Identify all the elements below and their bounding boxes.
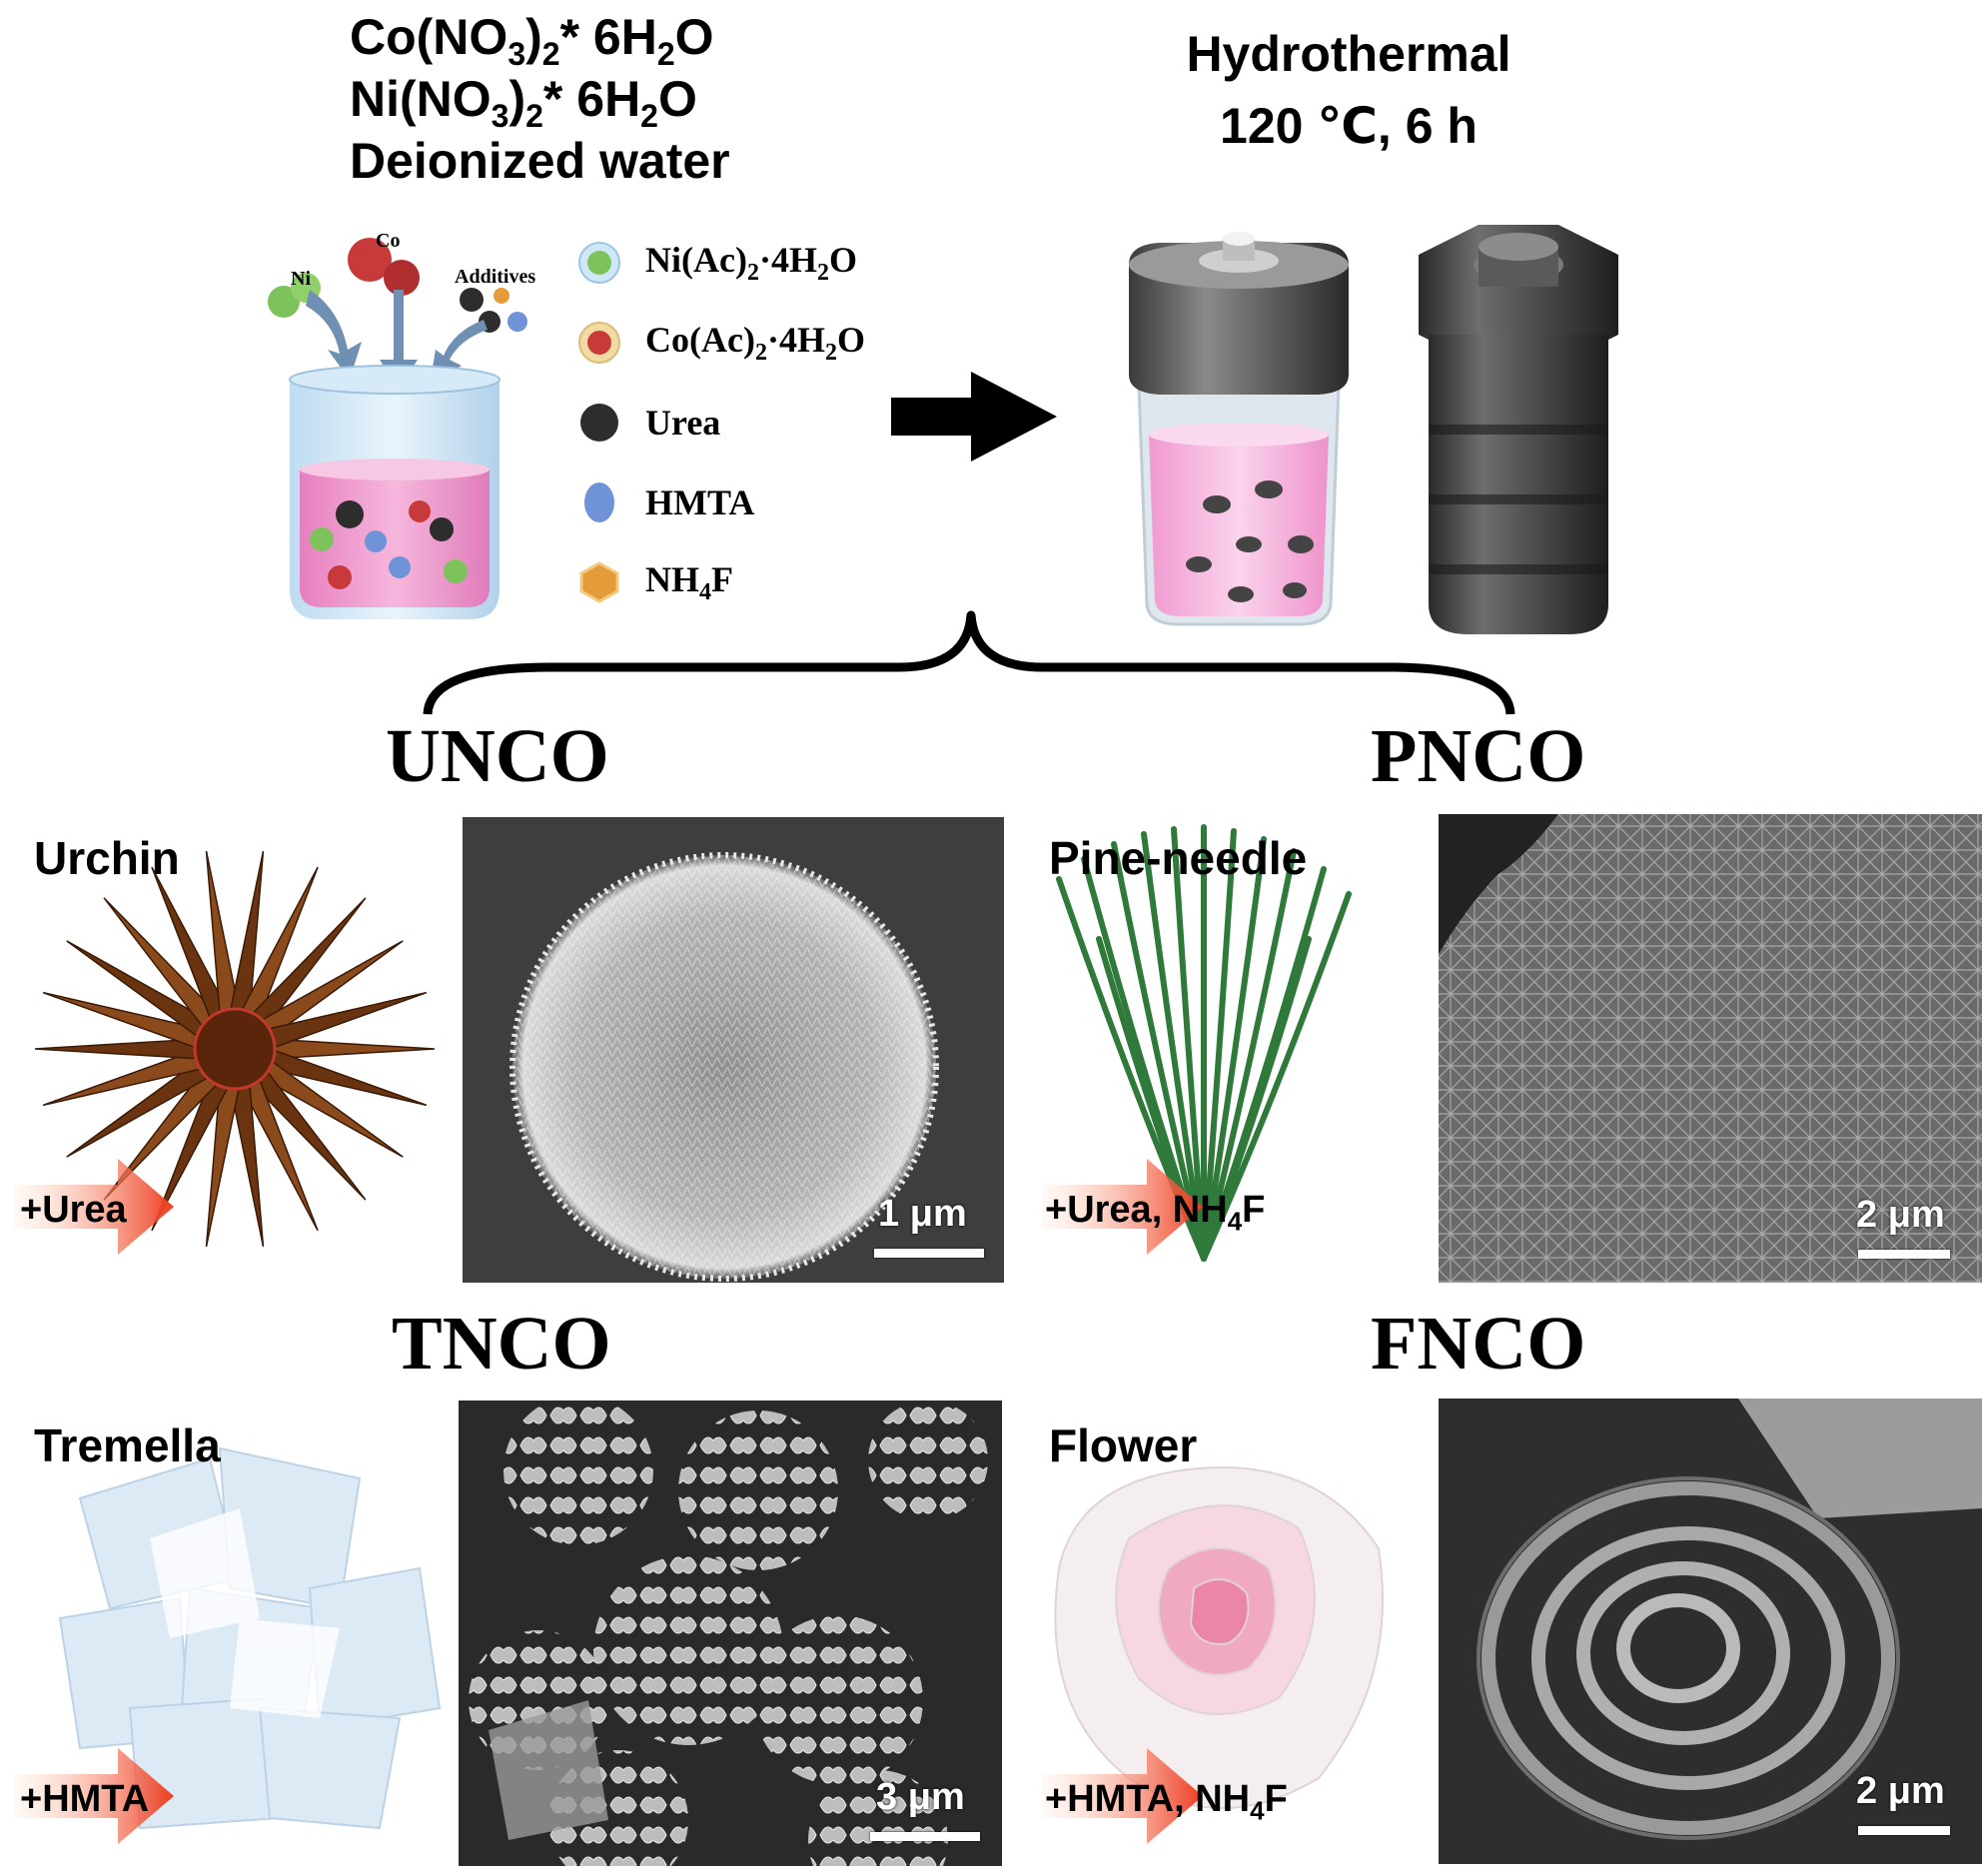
additive-arrow-icon	[1043, 1748, 1203, 1844]
urea-icon	[580, 404, 618, 442]
additive-urea-nh4f: +Urea, NH4F	[1045, 1189, 1266, 1237]
additive-arrow-icon	[14, 1748, 174, 1844]
pine-needle	[1201, 828, 1237, 1262]
pine-needle	[1201, 936, 1312, 1262]
reagent-deionized-water: Deionized water	[350, 133, 730, 189]
legend-ni-acetate: Ni(Ac)2·4H2O	[577, 228, 857, 298]
scale-bar-fnco	[1858, 1826, 1950, 1835]
sem-pnco-content	[1439, 814, 1982, 1283]
sem-image-tnco: 3 μm	[459, 1401, 1002, 1866]
code-unco: UNCO	[386, 714, 609, 798]
scale-label-fnco: 2 μm	[1856, 1770, 1945, 1812]
sem-image-unco: 1 μm	[463, 817, 1004, 1283]
beaker-label-ni: Ni	[291, 268, 311, 290]
nh4f-icon	[579, 561, 619, 603]
additive-particles	[460, 288, 527, 333]
sem-fnco-content	[1439, 1399, 1982, 1864]
scale-bar-pnco	[1858, 1250, 1950, 1259]
pine-needle	[1201, 848, 1297, 1262]
additive-arrow-icon	[14, 1159, 174, 1255]
beaker-illustration	[268, 238, 527, 619]
urchin-illustration	[34, 850, 436, 1248]
scale-bar-tnco	[870, 1832, 980, 1841]
code-tnco: TNCO	[392, 1302, 611, 1386]
code-fnco: FNCO	[1371, 1302, 1586, 1386]
ni-acetate-icon	[578, 242, 620, 284]
hmta-icon	[584, 482, 614, 522]
legend-urea: Urea	[577, 388, 720, 458]
scale-label-tnco: 3 μm	[876, 1776, 965, 1818]
sem-image-pnco: 2 μm	[1439, 814, 1982, 1283]
scale-label-pnco: 2 μm	[1856, 1194, 1945, 1236]
flower-illustration	[1054, 1466, 1384, 1809]
tremella-illustration	[58, 1446, 442, 1830]
hydrothermal-conditions: 120 ℃, 6 h	[1220, 98, 1478, 154]
brace-connector	[423, 610, 1515, 715]
morphology-urchin: Urchin	[34, 832, 180, 884]
pine-needle	[1201, 836, 1267, 1262]
legend-co-acetate: Co(Ac)2·4H2O	[577, 308, 865, 378]
reagent-ni-nitrate: Ni(NO3)2* 6H2O	[350, 71, 697, 134]
legend-hmta: HMTA	[577, 468, 754, 537]
additive-urea: +Urea	[20, 1189, 127, 1231]
beaker-label-additives: Additives	[455, 266, 536, 288]
co-particle	[348, 238, 420, 296]
code-pnco: PNCO	[1371, 714, 1586, 798]
autoclave-illustration	[1129, 225, 1618, 634]
legend-nh4f: NH4F	[577, 547, 733, 617]
additive-hmta: +HMTA	[20, 1778, 150, 1820]
sem-unco-content	[463, 817, 1004, 1283]
sem-image-fnco: 2 μm	[1439, 1399, 1982, 1864]
beaker-label-co: Co	[376, 230, 401, 252]
morphology-tremella: Tremella	[34, 1419, 221, 1471]
morphology-flower: Flower	[1049, 1419, 1198, 1471]
process-arrow-icon	[891, 372, 1057, 462]
sem-tnco-content	[459, 1401, 1002, 1866]
morphology-pine-needle: Pine-needle	[1049, 832, 1308, 884]
reagent-co-nitrate: Co(NO3)2* 6H2O	[350, 9, 714, 72]
scale-label-unco: 1 μm	[878, 1193, 967, 1235]
hydrothermal-title: Hydrothermal	[1186, 26, 1511, 82]
additive-hmta-nh4f: +HMTA, NH4F	[1045, 1778, 1288, 1826]
additive-arrow-icon	[1043, 1159, 1203, 1255]
scale-bar-unco	[874, 1249, 984, 1258]
urchin-core	[193, 1007, 277, 1091]
co-acetate-icon	[578, 322, 620, 364]
pine-needle	[1096, 936, 1207, 1262]
